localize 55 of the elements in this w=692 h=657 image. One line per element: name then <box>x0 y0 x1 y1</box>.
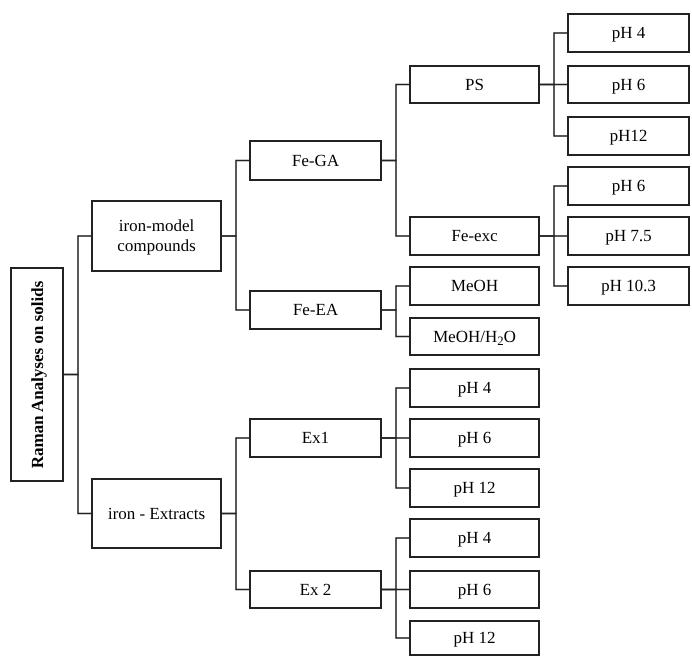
box-label: pH 4 <box>610 23 646 43</box>
box-label: pH 12 <box>452 478 497 498</box>
category-box <box>409 518 540 558</box>
category-box <box>249 418 382 458</box>
category-box <box>91 478 222 549</box>
category-box <box>91 200 222 272</box>
box-label: iron-model compounds <box>116 216 197 256</box>
box-label: MeOH/H$_{2}$O <box>432 326 517 346</box>
box-label: pH 10.3 <box>600 276 657 296</box>
category-box <box>409 418 540 458</box>
category-box <box>567 65 690 104</box>
box-label: Fe-exc <box>450 226 499 246</box>
connector-line <box>222 512 249 590</box>
category-box <box>567 216 690 256</box>
connector-line <box>382 160 409 237</box>
category-box <box>409 317 540 356</box>
category-box <box>249 290 382 330</box>
connector-line <box>382 309 409 338</box>
box-label: pH 6 <box>456 428 492 448</box>
category-box <box>567 116 690 156</box>
box-label: pH 12 <box>452 628 497 648</box>
box-label: pH 6 <box>610 74 646 94</box>
box-label: pH 4 <box>456 528 492 548</box>
box-label: PS <box>464 74 485 94</box>
connector-line <box>222 235 249 311</box>
category-box <box>409 368 540 408</box>
category-box <box>409 216 540 256</box>
category-box <box>567 166 690 206</box>
box-label: Fe-EA <box>292 300 340 320</box>
box-label: Ex1 <box>300 428 330 448</box>
connector-line <box>382 588 409 639</box>
box-label: iron - Extracts <box>106 504 206 524</box>
box-label: pH 4 <box>456 378 492 398</box>
connector-line <box>540 84 567 137</box>
box-label: pH 6 <box>610 176 646 196</box>
category-box <box>249 140 382 181</box>
category-box <box>409 468 540 508</box>
connector-line <box>64 374 91 514</box>
box-label: MeOH <box>450 276 500 296</box>
box-label: pH 6 <box>456 580 492 600</box>
category-box <box>409 266 540 306</box>
category-box <box>567 13 690 53</box>
category-box <box>409 570 540 609</box>
root-box <box>10 267 64 482</box>
connector-line <box>540 235 567 287</box>
box-label: Fe-GA <box>290 150 340 170</box>
category-box <box>409 65 540 104</box>
category-box <box>409 620 540 656</box>
box-label: pH12 <box>608 126 648 146</box>
box-label: pH 7.5 <box>604 226 653 246</box>
box-label: Ex 2 <box>298 580 332 600</box>
connector-line <box>382 437 409 489</box>
category-box <box>567 266 690 306</box>
category-box <box>249 570 382 609</box>
box-label: Raman Analyses on solids <box>28 280 46 470</box>
